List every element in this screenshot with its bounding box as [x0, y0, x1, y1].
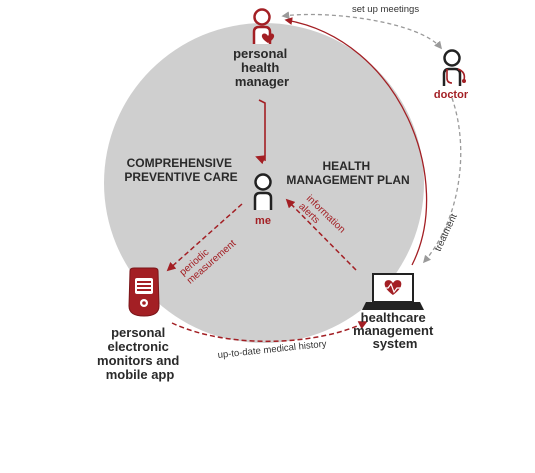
- doctor-stethoscope-icon: [442, 49, 466, 86]
- treatment-label: treatment: [433, 212, 460, 253]
- laptop-heart-icon: [362, 273, 424, 310]
- personal-health-manager-label: personal health manager: [233, 46, 291, 89]
- preventive-care-label: COMPREHENSIVE PREVENTIVE CARE: [124, 156, 237, 184]
- doctor-label: doctor: [434, 89, 469, 101]
- system-to-manager-arrow: [284, 17, 428, 266]
- management-plan-label: HEALTH MANAGEMENT PLAN: [286, 159, 409, 187]
- person-heart-icon: [252, 8, 275, 44]
- treatment-arrow: [422, 97, 462, 264]
- periodic-measurement-arrow: [166, 203, 243, 272]
- healthcare-system-label: healthcare management system: [353, 310, 437, 351]
- person-icon: [253, 173, 273, 210]
- me-label: me: [255, 215, 271, 227]
- information-alerts-arrow: [285, 198, 357, 271]
- monitor-device-icon: [128, 267, 160, 317]
- monitors-label: personal electronic monitors and mobile …: [97, 325, 183, 382]
- history-arrow: [171, 321, 368, 343]
- manager-to-me-arrow: [255, 99, 266, 165]
- set-up-meetings-label: set up meetings: [352, 4, 419, 15]
